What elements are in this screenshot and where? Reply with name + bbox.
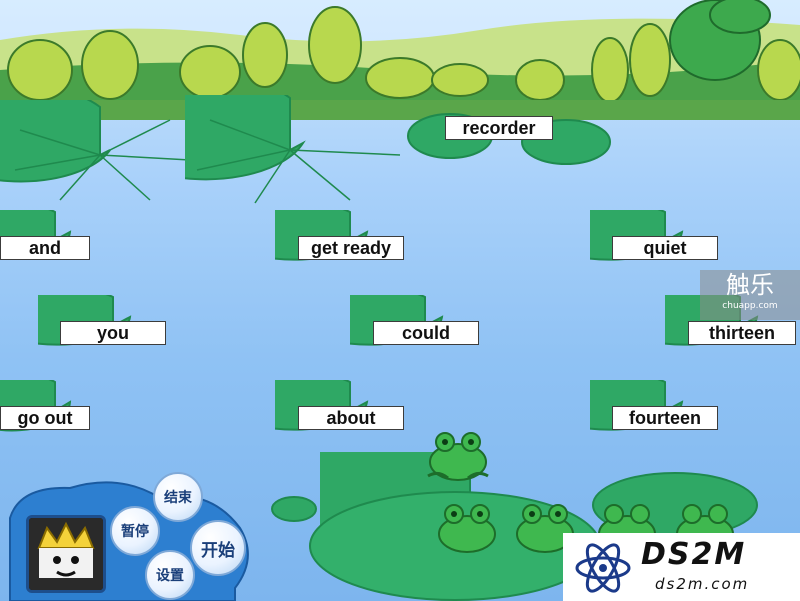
ds2m-watermark: DS2M ds2m.com	[563, 533, 800, 601]
chuapp-url-text: chuapp.com	[722, 301, 778, 311]
king-avatar	[26, 515, 106, 593]
word-label-go-out[interactable]: go out	[0, 406, 90, 430]
word-label-and[interactable]: and	[0, 236, 90, 260]
lily-pad-tiny	[271, 496, 317, 522]
frog-icon-top	[427, 432, 489, 481]
word-label-thirteen[interactable]: thirteen	[688, 321, 796, 345]
word-label-recorder[interactable]: recorder	[445, 116, 553, 140]
chuapp-logo-text: 触乐	[726, 271, 774, 299]
lily-pad-large-1	[0, 100, 191, 201]
settings-button[interactable]: 设置	[145, 550, 195, 600]
word-label-could[interactable]: could	[373, 321, 479, 345]
end-button[interactable]: 结束	[153, 472, 203, 522]
word-label-you[interactable]: you	[60, 321, 166, 345]
ds2m-logo-text: DS2M	[641, 537, 747, 572]
pause-button[interactable]: 暂停	[110, 506, 160, 556]
chuapp-watermark: 触乐 chuapp.com	[700, 270, 800, 320]
atom-logo-icon	[575, 543, 631, 593]
ds2m-url-text: ds2m.com	[655, 575, 750, 593]
frog-icon-1	[438, 504, 496, 553]
word-label-about[interactable]: about	[298, 406, 404, 430]
word-label-get-ready[interactable]: get ready	[298, 236, 404, 260]
start-button[interactable]: 开始	[190, 520, 246, 576]
word-label-fourteen[interactable]: fourteen	[612, 406, 718, 430]
lily-pad-large-2	[185, 95, 401, 204]
word-label-quiet[interactable]: quiet	[612, 236, 718, 260]
